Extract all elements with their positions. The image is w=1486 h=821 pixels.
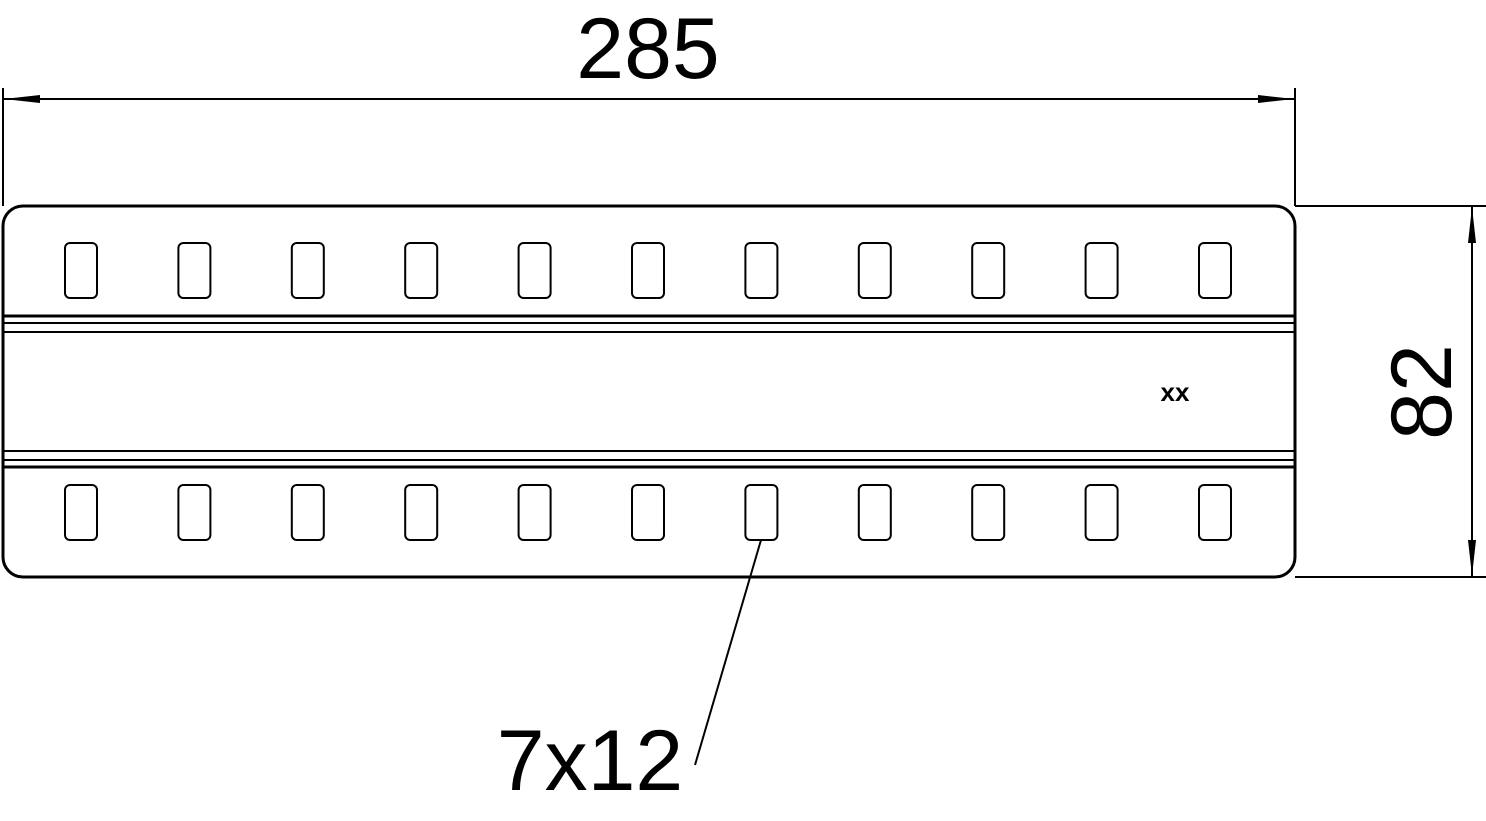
slot-hole: [517, 242, 552, 299]
width-dimension: 285: [2, 1, 1296, 206]
slot-hole: [177, 484, 212, 541]
slot-hole: [857, 484, 892, 541]
slot-hole: [857, 242, 892, 299]
slot-hole: [631, 242, 665, 299]
slot-hole: [971, 484, 1006, 541]
slot-hole: [744, 242, 779, 299]
slot-hole: [1084, 484, 1119, 541]
lower-bead: [3, 450, 1295, 469]
slot-hole: [177, 242, 212, 299]
leader-line: [694, 539, 762, 766]
slot-hole: [404, 484, 439, 541]
slot-hole: [1084, 242, 1119, 299]
slot-hole: [1198, 242, 1232, 299]
slot-hole: [631, 484, 665, 541]
slot-hole: [290, 484, 325, 541]
height-dimension: 82: [1295, 205, 1486, 578]
width-dimension-label: 285: [576, 1, 720, 97]
slot-hole: [517, 484, 552, 541]
slot-hole: [1198, 484, 1232, 541]
marking-label: xx: [1161, 377, 1190, 407]
height-dimension-label: 82: [1374, 344, 1470, 440]
slot-hole: [404, 242, 439, 299]
slot-hole: [64, 242, 98, 299]
slot-hole: [744, 484, 779, 541]
slot-holes: [64, 242, 1232, 541]
upper-bead: [3, 314, 1295, 333]
slot-hole: [971, 242, 1006, 299]
slot-hole: [64, 484, 98, 541]
slot-hole: [290, 242, 325, 299]
plate-outline: [1, 204, 1297, 579]
connector-plate: xx: [1, 204, 1297, 579]
slot-size-label: 7x12: [497, 713, 684, 809]
